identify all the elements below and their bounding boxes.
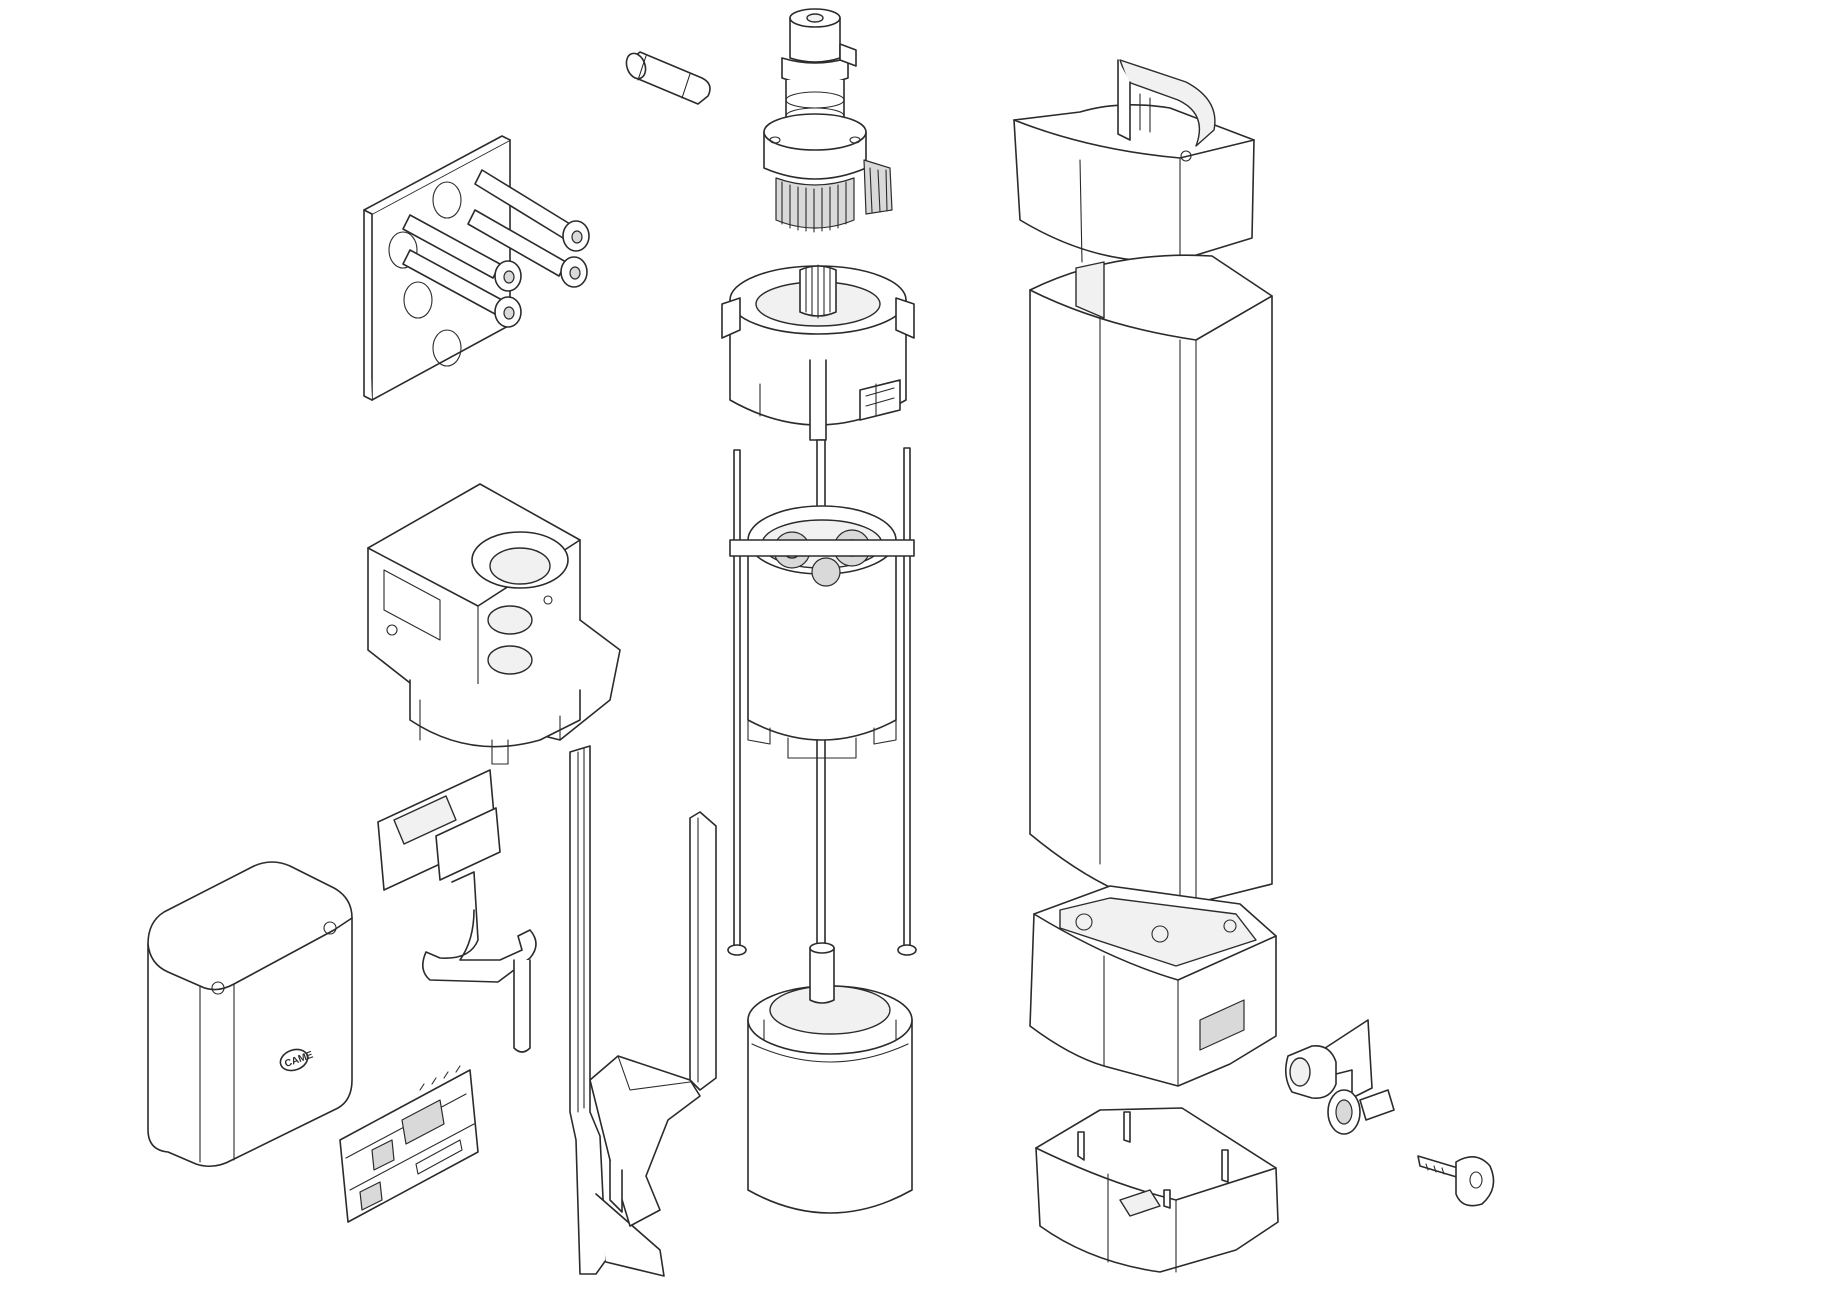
casing-icon xyxy=(1029,254,1273,909)
bolt xyxy=(474,169,590,252)
gear-housing-icon xyxy=(721,264,915,441)
plate-icon xyxy=(363,135,590,401)
channel-icon xyxy=(569,745,665,1277)
housing-icon xyxy=(367,483,621,765)
bolt xyxy=(467,209,588,288)
cap-icon xyxy=(1013,59,1255,263)
shaft-gear-icon xyxy=(763,8,893,233)
enclosure-icon: CAME xyxy=(147,861,353,1168)
base-icon xyxy=(1029,885,1277,1087)
motor-icon xyxy=(747,942,913,1214)
bracket-icon xyxy=(589,811,717,1227)
planetary-gear-icon xyxy=(729,505,915,759)
bolt xyxy=(402,249,522,328)
key-icon xyxy=(1417,1155,1495,1207)
lock-icon xyxy=(1284,1019,1395,1135)
fuse-icon xyxy=(625,51,711,105)
base-icon xyxy=(1035,1107,1279,1273)
connector-icon xyxy=(377,769,537,1053)
pcb-icon xyxy=(339,1065,479,1223)
bolt xyxy=(402,214,522,292)
